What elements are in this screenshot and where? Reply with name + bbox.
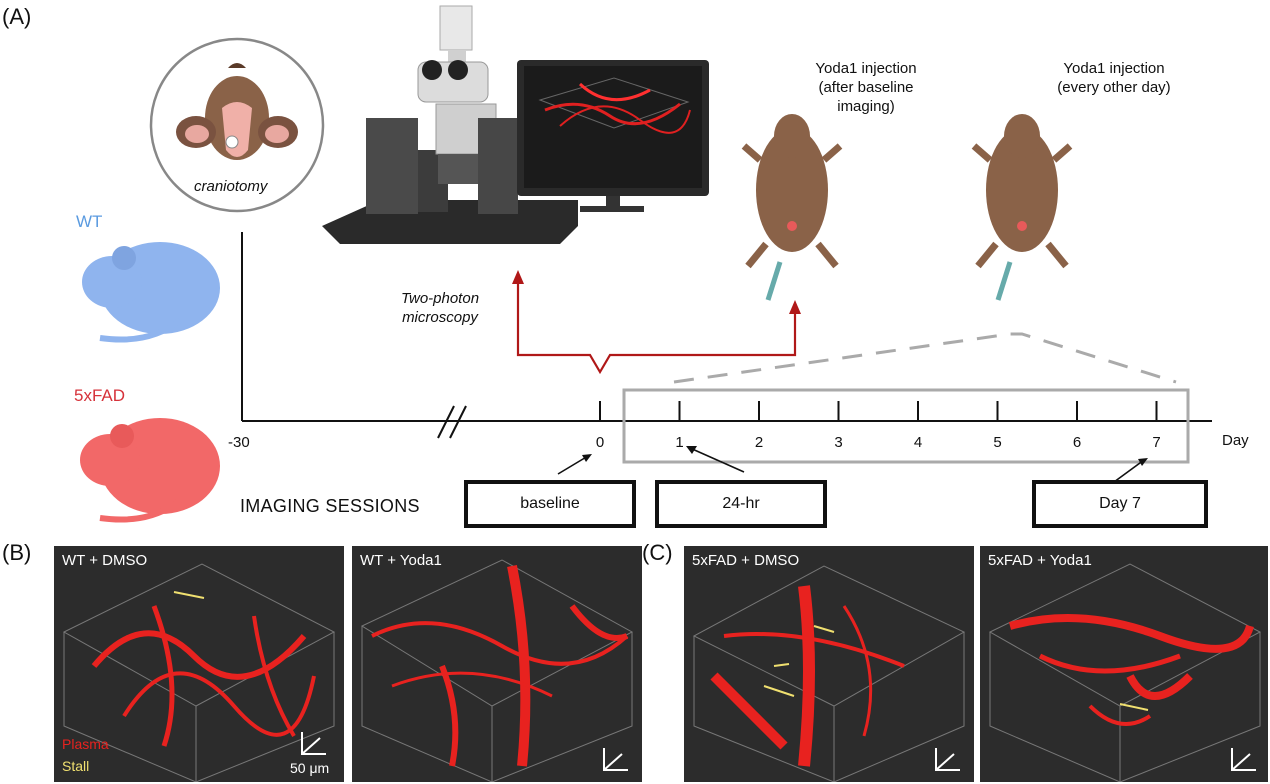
session-24hr-box: 24-hr — [655, 480, 827, 528]
day-label-4: 4 — [913, 434, 923, 451]
vessel-render-wt-dmso — [62, 563, 336, 782]
panel-label-c: (C) — [642, 540, 673, 565]
day-label-0: 0 — [595, 434, 605, 451]
injection-1-line1: Yoda1 injection — [815, 60, 917, 77]
fad-group-label: 5xFAD — [74, 386, 126, 405]
image-title-5xfad-yoda1: 5xFAD + Yoda1 — [988, 552, 1092, 569]
image-title-5xfad-dmso: 5xFAD + DMSO — [692, 552, 800, 569]
session-day7-box: Day 7 — [1032, 480, 1208, 528]
timeline-start-label: -30 — [228, 434, 250, 451]
image-wt-yoda1: WT + Yoda1 — [352, 546, 642, 782]
week-zoom-box — [622, 388, 1190, 464]
injection-mouse-1 — [741, 114, 843, 301]
injection-1-line3: imaging) — [837, 97, 895, 115]
wt-group-label: WT — [76, 212, 103, 231]
panel-label-a: (A) — [2, 4, 32, 29]
microscope-illustration — [322, 5, 578, 244]
microscopy-arrow — [516, 282, 797, 375]
day-label-5: 5 — [993, 434, 1002, 451]
timeline-unit-label: Day — [1222, 432, 1249, 449]
image-5xfad-yoda1: 5xFAD + Yoda1 — [980, 546, 1268, 782]
microscopy-label: Two-photon microscopy — [378, 290, 502, 328]
wt-mouse-illustration — [82, 242, 220, 343]
day-label-2: 2 — [754, 434, 764, 451]
session-arrows — [557, 447, 1145, 483]
image-title-wt-dmso: WT + DMSO — [62, 552, 148, 569]
vessel-render-5xfad-yoda1 — [988, 563, 1262, 782]
zoom-dashed-line — [673, 332, 1177, 384]
vessel-render-5xfad-dmso — [692, 565, 966, 782]
craniotomy-label: craniotomy — [194, 178, 268, 195]
scale-bar-icon — [301, 732, 326, 755]
microscopy-label-line1: Two-photon — [400, 290, 480, 307]
day-label-7: 7 — [1152, 434, 1161, 451]
image-5xfad-dmso: 5xFAD + DMSO — [684, 546, 974, 782]
day-label-1: 1 — [675, 434, 684, 451]
injection-2-line2: (every other day) — [1057, 78, 1171, 96]
scale-bar-icon — [603, 748, 628, 771]
imaging-sessions-title: IMAGING SESSIONS — [240, 496, 420, 516]
monitor-illustration — [517, 60, 709, 212]
panel-label-b: (B) — [2, 540, 32, 565]
day-label-6: 6 — [1072, 434, 1082, 451]
injection-1-line2: (after baseline — [818, 78, 914, 96]
scale-bar-icon — [1231, 748, 1256, 771]
injection-2-line1: Yoda1 injection — [1063, 60, 1165, 77]
image-title-wt-yoda1: WT + Yoda1 — [360, 552, 442, 569]
timeline-axis — [242, 405, 1212, 439]
injection-label-2: Yoda1 injection (every other day) — [1040, 60, 1188, 98]
microscopy-label-line2: microscopy — [402, 308, 478, 326]
injection-label-1: Yoda1 injection (after baseline imaging) — [796, 60, 936, 116]
session-baseline-box: baseline — [464, 480, 636, 528]
vessel-render-wt-yoda1 — [360, 559, 634, 782]
schematic-diagram — [80, 5, 1212, 523]
scale-bar-label: 50 μm — [290, 760, 330, 776]
legend-plasma: Plasma — [62, 736, 109, 752]
scale-bar-icon — [935, 748, 960, 771]
image-wt-dmso: WT + DMSO Plasma Stall 50 μm — [54, 546, 344, 782]
injection-mouse-2 — [971, 114, 1073, 301]
craniotomy-illustration — [149, 37, 325, 213]
day-label-3: 3 — [834, 434, 843, 451]
fad-mouse-illustration — [80, 418, 220, 523]
legend-stall: Stall — [62, 758, 90, 774]
